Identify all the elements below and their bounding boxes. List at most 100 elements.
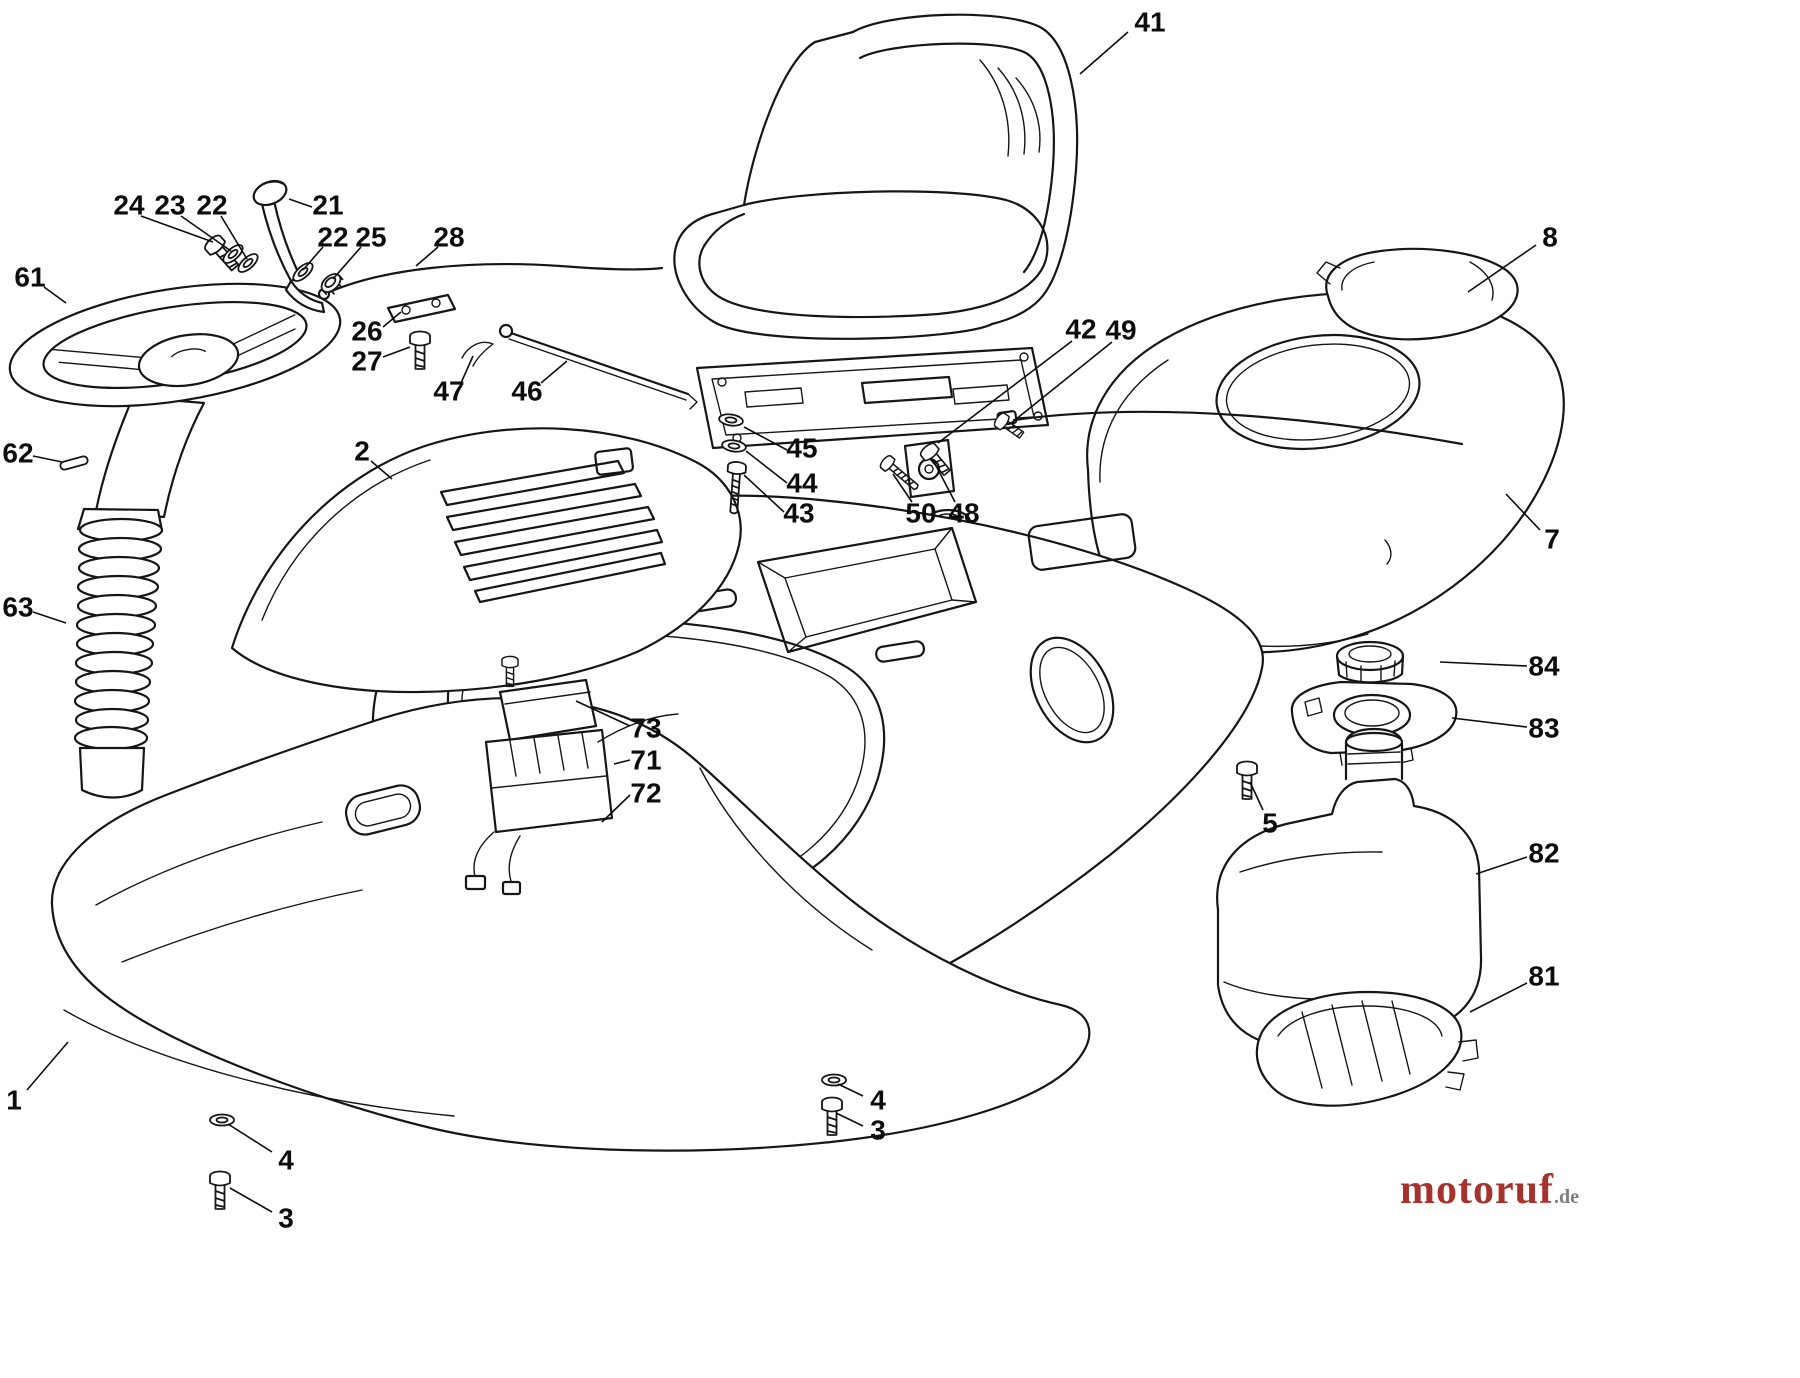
leader-line-3 <box>229 1187 273 1213</box>
leader-line-50 <box>892 473 913 503</box>
part-number-4: 4 <box>870 1085 886 1116</box>
part-number-3: 3 <box>278 1203 294 1234</box>
tank-bracket <box>1255 990 1479 1107</box>
front-body <box>50 696 1091 1152</box>
part-number-4: 4 <box>278 1145 294 1176</box>
part-number-42: 42 <box>1065 314 1096 345</box>
grille-slat <box>462 528 664 582</box>
washer-4b <box>209 1113 235 1127</box>
part-number-1: 1 <box>6 1085 22 1116</box>
leader-line-8 <box>1467 244 1537 293</box>
grille-slat <box>473 551 667 604</box>
electronics-unit <box>464 678 679 896</box>
part-number-73: 73 <box>630 713 661 744</box>
seat-vent-slit <box>997 67 1026 155</box>
lever-knob <box>252 179 288 207</box>
leader-line-83 <box>1451 717 1528 728</box>
part-number-7: 7 <box>1544 524 1560 555</box>
part-number-41: 41 <box>1134 7 1165 38</box>
leader-line-46 <box>540 360 568 384</box>
part-number-5: 5 <box>1262 808 1278 839</box>
part-number-63: 63 <box>2 592 33 623</box>
steering-bellows <box>73 517 164 751</box>
part-number-62: 62 <box>2 438 33 469</box>
part-number-72: 72 <box>630 778 661 809</box>
steering-wheel <box>8 282 342 408</box>
part-number-61: 61 <box>14 262 45 293</box>
steering-column <box>94 395 206 519</box>
mount-bracket <box>386 293 457 324</box>
engine-cover <box>230 427 742 694</box>
leader-line-61 <box>43 286 67 304</box>
part-number-49: 49 <box>1105 315 1136 346</box>
part-number-22: 22 <box>196 190 227 221</box>
leader-line-26 <box>382 311 402 328</box>
part-number-71: 71 <box>630 745 661 776</box>
leader-line-5 <box>1249 781 1264 811</box>
leader-line-2 <box>370 460 393 480</box>
part-number-22: 22 <box>317 222 348 253</box>
leader-line-47 <box>460 355 474 384</box>
leader-line-84 <box>1439 661 1528 667</box>
part-number-81: 81 <box>1528 961 1559 992</box>
leader-line-22 <box>302 246 324 271</box>
part-number-28: 28 <box>433 222 464 253</box>
leader-line-22 <box>220 215 248 260</box>
grille-slat <box>439 459 626 507</box>
leader-line-7 <box>1505 493 1541 531</box>
leader-line-63 <box>32 611 67 624</box>
part-number-23: 23 <box>154 190 185 221</box>
part-number-21: 21 <box>312 190 343 221</box>
part-number-82: 82 <box>1528 838 1559 869</box>
pin-62 <box>59 455 89 471</box>
seat-vent-slit <box>1015 77 1041 153</box>
leader-line-72 <box>601 794 631 823</box>
part-number-8: 8 <box>1542 222 1558 253</box>
grille-slat <box>445 482 643 532</box>
control-cable <box>317 263 698 410</box>
part-number-47: 47 <box>433 376 464 407</box>
spring-clip <box>461 341 494 367</box>
seat-hinge-bracket <box>903 438 956 499</box>
leader-line-25 <box>332 246 362 280</box>
leader-line-44 <box>745 450 788 484</box>
leader-line-23 <box>180 215 232 252</box>
leader-line-41 <box>1079 31 1129 75</box>
part-number-46: 46 <box>511 376 542 407</box>
seat-vent-slit <box>979 59 1010 157</box>
part-number-84: 84 <box>1528 651 1560 682</box>
watermark-brand: motoruf <box>1400 1167 1554 1213</box>
rear-cover <box>1316 247 1519 341</box>
part-number-48: 48 <box>948 498 979 529</box>
leader-line-45 <box>743 426 788 451</box>
part-number-24: 24 <box>113 190 145 221</box>
seat <box>673 13 1079 340</box>
wire-connector <box>464 874 487 891</box>
part-number-3: 3 <box>870 1115 886 1146</box>
part-number-50: 50 <box>905 498 936 529</box>
leader-line-27 <box>382 346 411 358</box>
leader-line-48 <box>932 459 956 503</box>
screw-5 <box>1236 760 1258 800</box>
leader-line-71 <box>613 759 631 765</box>
part-number-27: 27 <box>351 346 382 377</box>
leader-line-49 <box>1009 341 1113 425</box>
steering-assembly <box>8 282 342 799</box>
part-number-2: 2 <box>354 436 370 467</box>
part-number-43: 43 <box>783 498 814 529</box>
wiring <box>508 835 521 885</box>
leader-line-24 <box>140 215 214 243</box>
washer-4 <box>821 1073 847 1087</box>
leader-line-4 <box>837 1083 864 1097</box>
leader-line-1 <box>26 1041 69 1091</box>
watermark-logo: motoruf.de <box>1400 1166 1579 1214</box>
leader-line-73 <box>575 700 631 727</box>
leader-line-4 <box>227 1123 273 1153</box>
screw-3b <box>209 1170 231 1210</box>
leader-line-21 <box>288 198 313 208</box>
grille-slat <box>453 505 656 557</box>
part-number-44: 44 <box>786 468 818 499</box>
part-number-45: 45 <box>786 433 817 464</box>
